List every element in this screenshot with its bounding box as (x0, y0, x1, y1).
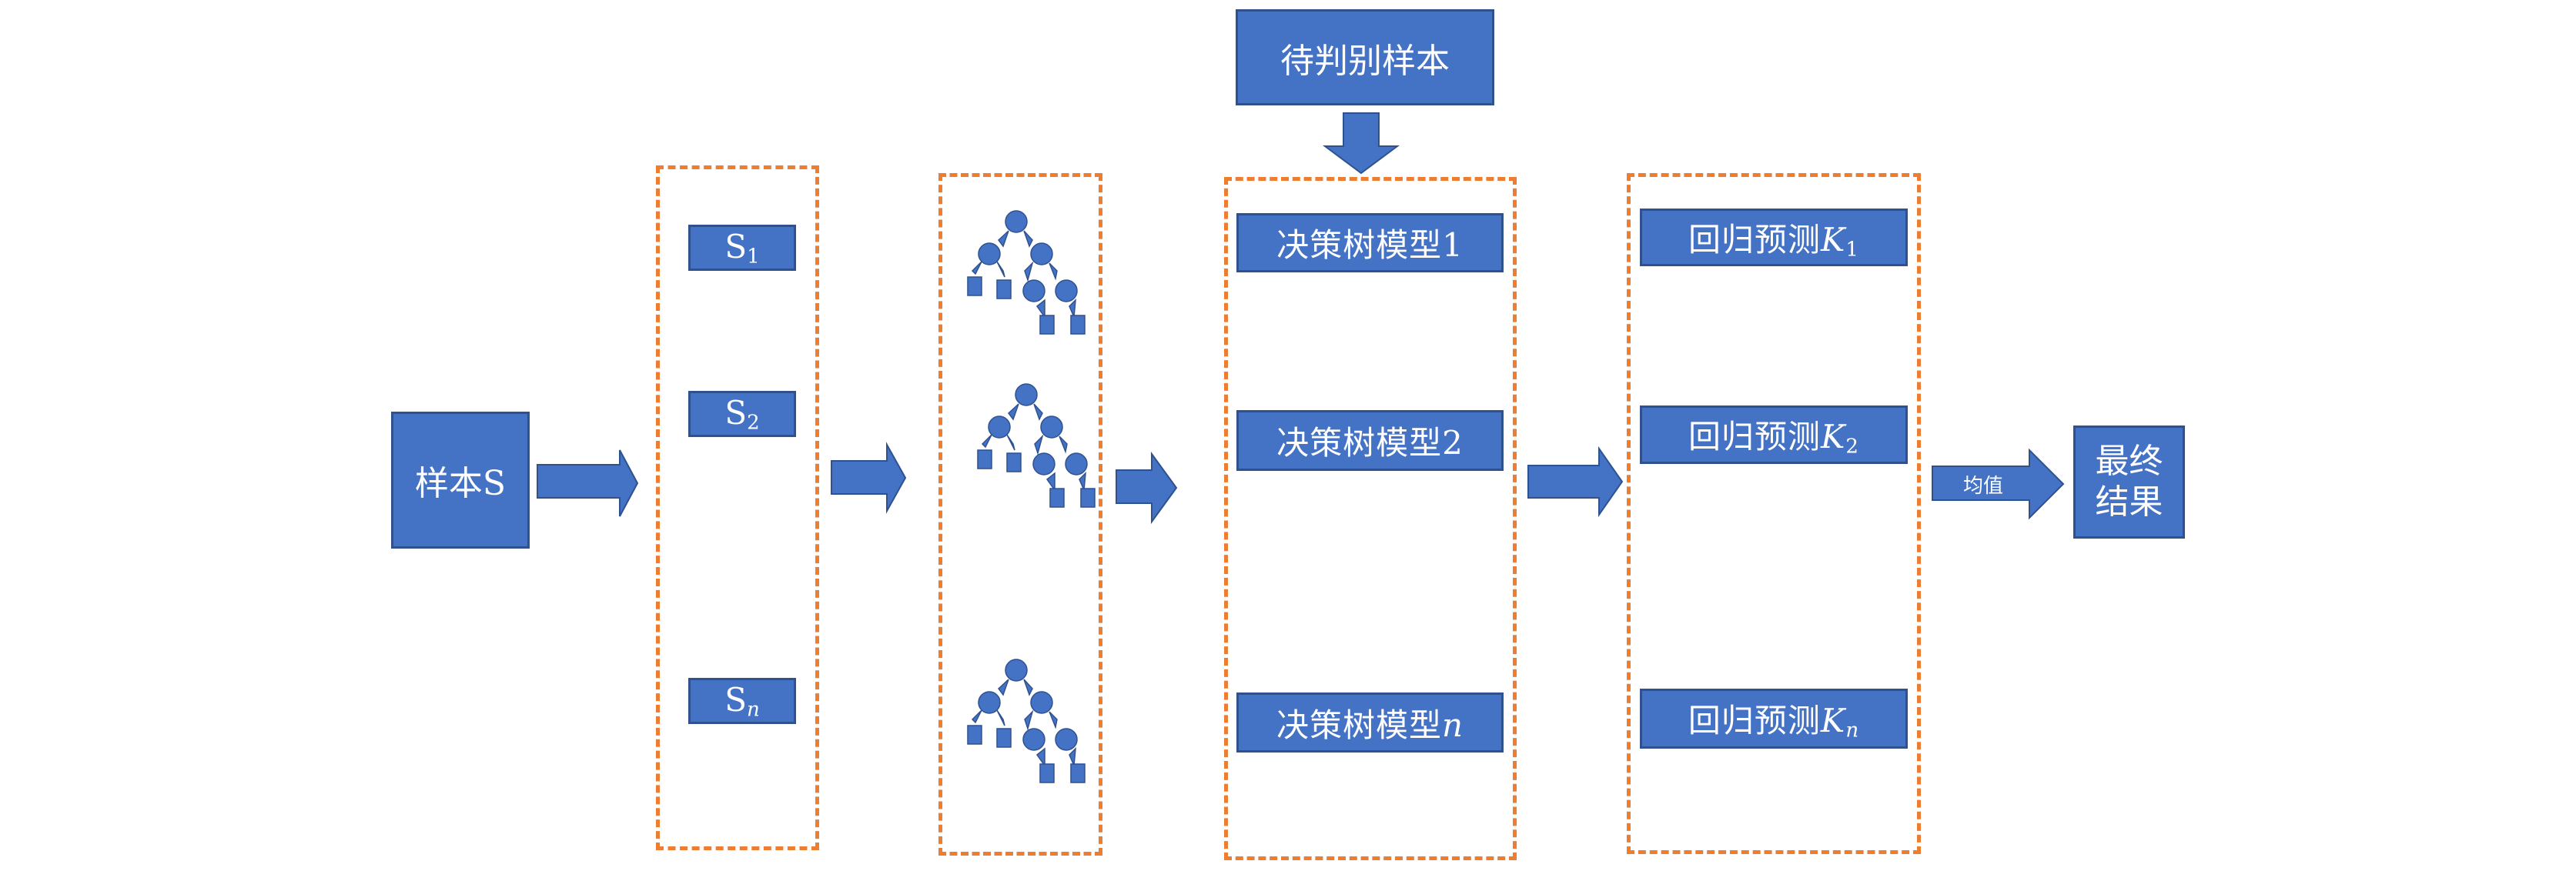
tree-leaf (996, 279, 1012, 299)
query-sample-box: 待判别样本 (1236, 9, 1494, 105)
tree-edge-arrow (1033, 403, 1043, 421)
tree-leaf (1070, 763, 1086, 783)
tree-edge-arrow (1049, 262, 1058, 281)
down-arrow-icon (1322, 112, 1400, 175)
tree-leaf (967, 725, 982, 745)
arrow-mean: 均值 (1932, 448, 2065, 520)
arrow-sample-to-subsets (537, 449, 639, 517)
tree-node (1030, 242, 1053, 265)
tree-edge-arrow (1034, 434, 1044, 456)
sample-s-box: 样本S (391, 412, 530, 549)
final-result-box: 最终 结果 (2073, 425, 2185, 539)
tree-edge-arrow (1023, 230, 1033, 248)
model-box-2: 决策树模型2 (1236, 410, 1504, 471)
tree-leaf (1039, 315, 1055, 335)
tree-node (1022, 279, 1045, 302)
subset-box-1: S1 (688, 225, 796, 271)
tree-edge-arrow (981, 434, 992, 449)
model-box-1: 决策树模型1 (1236, 213, 1504, 272)
tree-node (1055, 728, 1078, 751)
tree-edge-arrow (1069, 299, 1076, 318)
subset-box-2: S2 (688, 391, 796, 437)
subset-label-1: S1 (724, 227, 760, 269)
tree-edge-arrow (997, 679, 1009, 696)
model-label-n: 决策树模型n (1276, 706, 1464, 744)
subset-label-2: S2 (724, 393, 760, 435)
tree-node (1015, 383, 1038, 406)
decision-tree-icon (958, 208, 1089, 335)
decision-tree-icon (969, 381, 1099, 508)
tree-edge-arrow (996, 261, 1005, 278)
tree-edge-arrow (1024, 709, 1034, 731)
tree-edge-arrow (1079, 472, 1086, 491)
tree-leaf (1006, 452, 1022, 472)
tree-edge-arrow (1024, 261, 1034, 282)
tree-edge-arrow (1069, 747, 1076, 766)
tree-edge-arrow (1035, 299, 1045, 319)
right-arrow-icon (537, 449, 639, 517)
tree-leaf (1080, 488, 1096, 508)
tree-leaf (1039, 763, 1055, 783)
tree-node (988, 415, 1011, 439)
prediction-box-n: 回归预测Kn (1640, 689, 1908, 749)
subset-label-n: Sn (724, 680, 760, 722)
model-label-1: 决策树模型1 (1276, 226, 1464, 264)
tree-node (978, 691, 1001, 714)
prediction-box-1: 回归预测K1 (1640, 209, 1908, 266)
tree-leaf (1070, 315, 1086, 335)
tree-edge-arrow (971, 261, 982, 275)
final-result-line2: 结果 (2095, 482, 2163, 522)
model-label-2: 决策树模型2 (1276, 424, 1464, 462)
arrow-trees-to-models (1116, 451, 1178, 525)
tree-edge-arrow (1049, 711, 1058, 729)
tree-edge-arrow (1006, 434, 1015, 451)
final-result-line1: 最终 (2095, 441, 2163, 481)
tree-edge-arrow (1023, 679, 1033, 696)
prediction-label-2: 回归预测K2 (1688, 418, 1859, 459)
tree-leaf (977, 449, 992, 469)
tree-edge-arrow (1045, 472, 1055, 492)
models-group (1224, 177, 1517, 860)
tree-node (1030, 691, 1053, 714)
trees-group (938, 173, 1102, 856)
subset-box-n: Sn (688, 678, 796, 724)
tree-leaf (967, 276, 982, 296)
tree-edge-arrow (1059, 436, 1068, 454)
tree-node (1065, 452, 1088, 476)
tree-node (1022, 728, 1045, 751)
decision-tree-icon (958, 656, 1089, 783)
prediction-box-2: 回归预测K2 (1640, 405, 1908, 464)
tree-edge-arrow (996, 709, 1005, 726)
tree-node (1005, 659, 1028, 682)
arrow-subsets-to-trees (831, 442, 907, 514)
arrow-models-to-predictions (1527, 446, 1624, 518)
tree-node (1055, 279, 1078, 302)
predictions-group (1627, 173, 1921, 854)
tree-node (1040, 415, 1063, 439)
tree-leaf (1049, 488, 1065, 508)
tree-edge-arrow (1035, 747, 1045, 768)
prediction-label-n: 回归预测Kn (1688, 702, 1860, 743)
tree-edge-arrow (971, 709, 982, 724)
tree-node (978, 242, 1001, 265)
prediction-label-1: 回归预测K1 (1688, 220, 1859, 262)
tree-node (1005, 210, 1028, 233)
tree-edge-arrow (997, 230, 1009, 248)
subsets-group (656, 165, 819, 850)
tree-node (1032, 452, 1055, 476)
sample-s-label: 样本S (414, 464, 507, 503)
tree-edge-arrow (1007, 403, 1019, 421)
model-box-n: 决策树模型n (1236, 692, 1504, 753)
query-sample-label: 待判别样本 (1280, 41, 1450, 81)
tree-leaf (996, 728, 1012, 748)
mean-label: 均值 (1962, 474, 2003, 498)
